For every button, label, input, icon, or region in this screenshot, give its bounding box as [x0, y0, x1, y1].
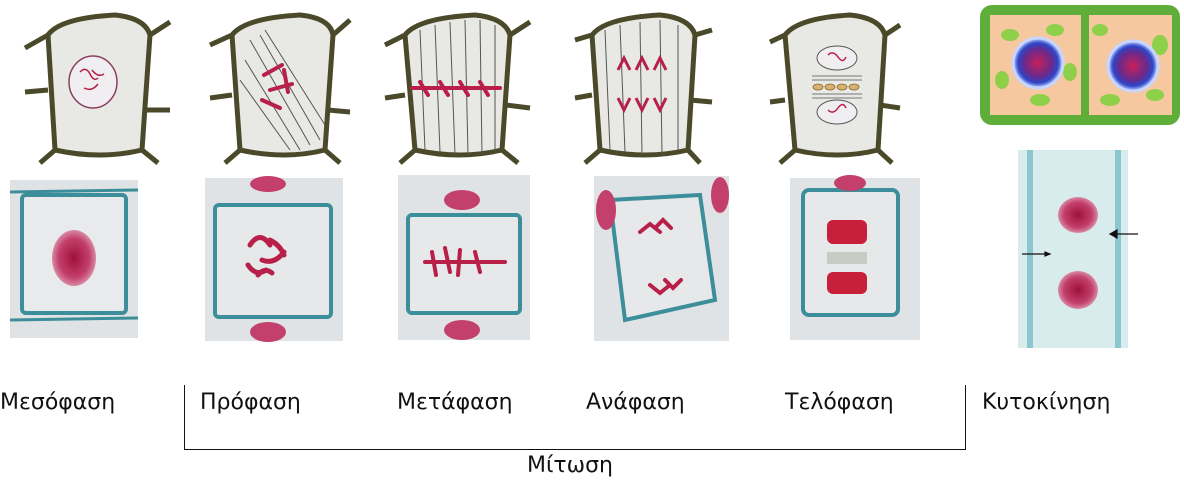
- telophase-drawing: [770, 15, 900, 163]
- label-interphase: Μεσόφαση: [0, 392, 115, 414]
- telophase-micrograph: [790, 175, 920, 340]
- label-cytokinesis: Κυτοκίνηση: [982, 392, 1110, 414]
- anaphase-micrograph: [594, 176, 729, 341]
- metaphase-drawing: [385, 15, 530, 163]
- mitosis-bracket: [184, 385, 966, 450]
- prophase-drawing: [210, 15, 350, 163]
- interphase-micrograph: [10, 180, 138, 338]
- cytokinesis-drawing: [980, 5, 1180, 125]
- prophase-micrograph: [205, 176, 343, 342]
- interphase-drawing: [25, 15, 170, 163]
- mitosis-label: Μίτωση: [527, 455, 613, 477]
- anaphase-drawing: [575, 15, 712, 163]
- metaphase-micrograph: [398, 175, 530, 340]
- cytokinesis-micrograph: [1018, 150, 1138, 348]
